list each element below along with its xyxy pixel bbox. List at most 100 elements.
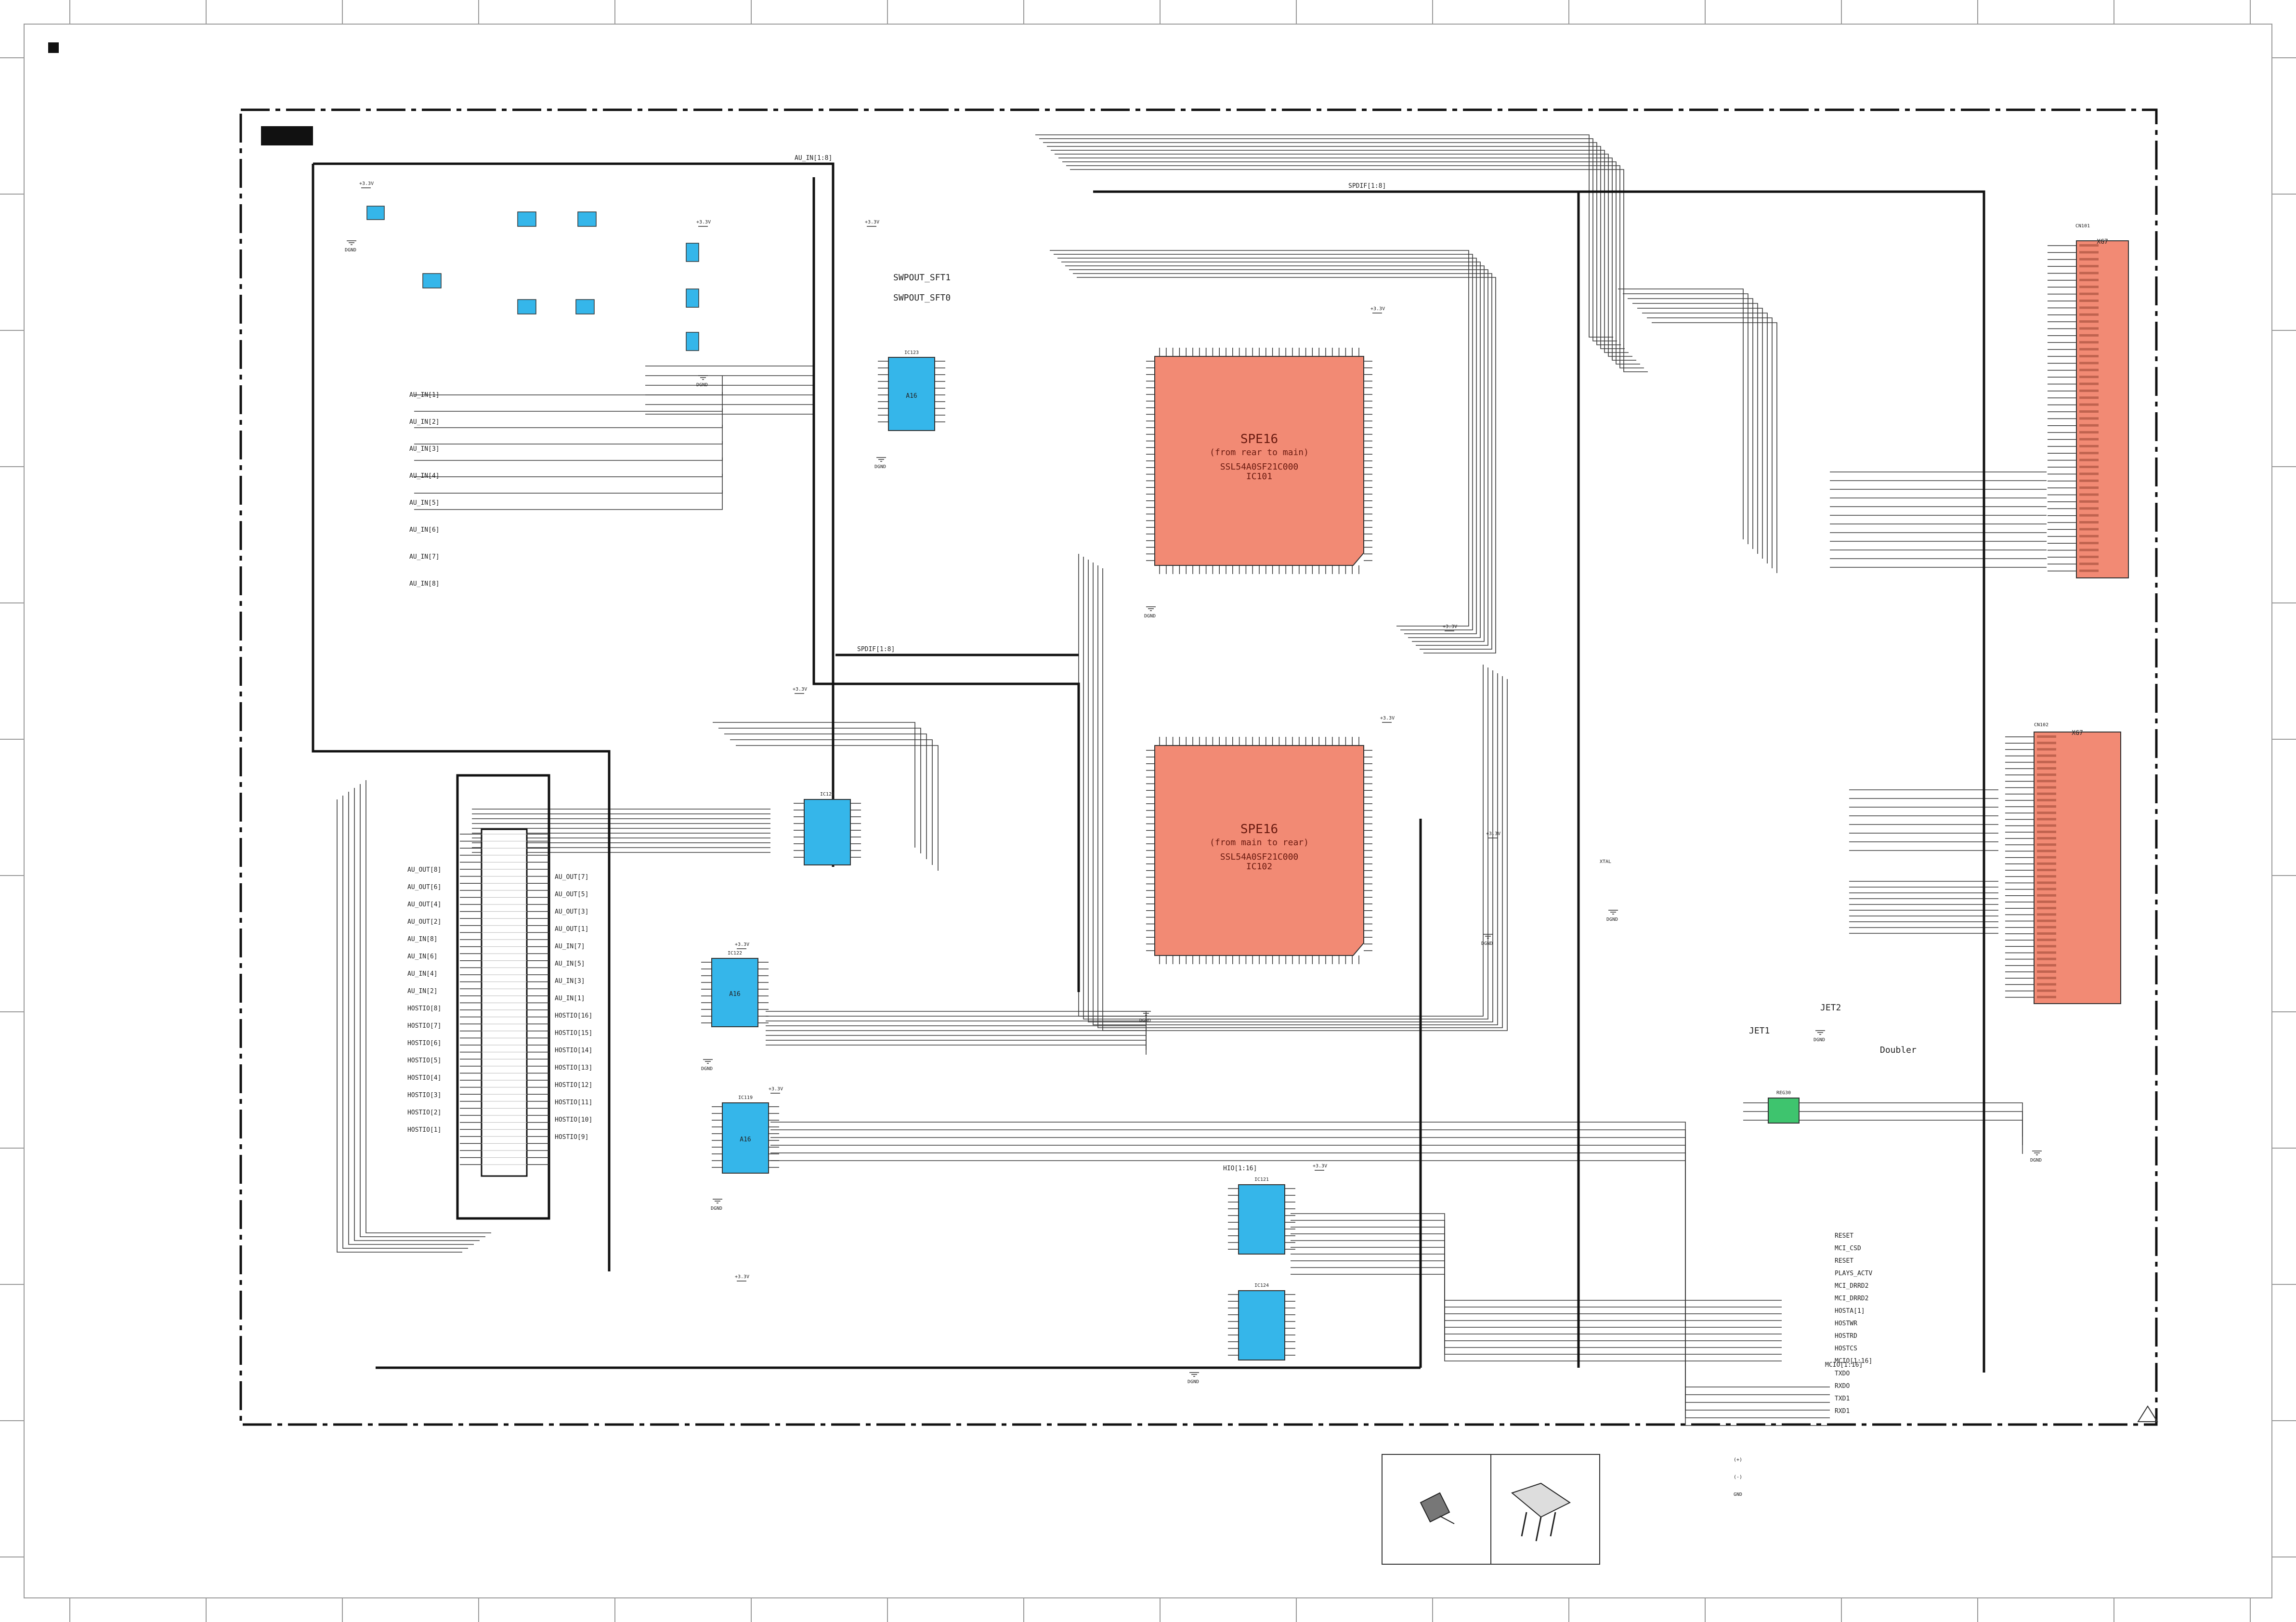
svg-text:A16: A16 [906,392,917,400]
legend-note-2: (-) [1734,1475,1742,1480]
output-label: TXDO [1835,1370,1850,1377]
warning-triangle-icon [2137,1405,2158,1422]
wire [645,394,814,462]
connector-pin-label [2079,424,2099,427]
right-connector-label: AU_IN[7] [555,943,585,950]
wire [1066,165,1644,368]
dsp-chip-top: SPE16 (from rear to main) SSL54A0SF21C00… [1146,348,1372,574]
ground-label: DGND [1187,1379,1199,1385]
right-connector-label: AU_IN[3] [555,978,585,985]
connector-pin-label [2079,500,2099,503]
connector-pin-label [2079,313,2099,316]
wire [1069,269,1488,646]
connector-pin-label [2037,780,2056,783]
connector-pin-label [2079,362,2099,365]
net-labels: AU_OUT[8]AU_OUT[6]AU_OUT[4]AU_OUT[2]AU_I… [345,181,2042,1415]
svg-text:IC122: IC122 [728,951,742,956]
connector-pin-label [2079,486,2099,489]
buffer-chip-4: IC119 A16 [712,1095,779,1174]
connector-pin-label [2079,472,2099,475]
wire [365,780,491,1233]
svg-text:CN101: CN101 [2075,223,2090,229]
ground-symbol [1141,1011,1151,1016]
wire [1051,150,1629,353]
output-label: MCI_DRRD2 [1835,1282,1868,1290]
left-connector-label: HOSTIO[7] [407,1022,441,1030]
dsp-top-name: SPE16 [1240,432,1278,446]
svg-text:XG7: XG7 [2097,238,2108,246]
label-doubler: Doubler [1880,1045,1917,1055]
connector-pin-label [2037,773,2056,776]
right-connector-label: HOSTIO[13] [555,1064,592,1072]
wire [770,1129,1830,1395]
svg-text:A16: A16 [740,1136,751,1143]
right-connector-label: HOSTIO[12] [555,1082,592,1089]
connector-pin-label [2037,957,2056,960]
wire [770,1160,1830,1426]
dsp-bottom-note: (from main to rear) [1210,837,1309,848]
bus-label-mcio: MCIO[1:16] [1825,1361,1863,1369]
output-label: TXD1 [1835,1395,1850,1402]
wire [1291,1260,1782,1348]
buffer-chip-2: IC120 [794,792,861,865]
logic-gate-row [366,206,699,351]
svg-text:IC124: IC124 [1254,1283,1269,1288]
input-label: AU_IN[2] [409,419,440,426]
dsp-bottom-name: SPE16 [1240,822,1278,837]
connector-pin-label [2037,932,2056,935]
connector-pin-label [2037,989,2056,992]
wire [713,722,915,848]
supply-label: +3.3V [1313,1164,1327,1169]
connector-pin-label [2079,265,2099,268]
ground-label: DGND [701,1066,713,1072]
dsp-top-note: (from rear to main) [1210,447,1309,458]
wire [1050,250,1469,627]
connector-pin-label [2079,535,2099,537]
connector-pin-label [2037,824,2056,827]
wire [1058,157,1636,361]
ground-label: DGND [1139,1018,1151,1023]
left-connector-label: AU_OUT[8] [407,866,441,874]
ground-label: DGND [1144,614,1156,619]
connector-pin-label [2079,244,2099,247]
ground-label: DGND [1606,917,1618,922]
connector-pin-label [2037,995,2056,998]
dsp-chip-bottom: SPE16 (from main to rear) SSL54A0SF21C00… [1146,737,1372,964]
left-connector-label: AU_IN[2] [407,988,438,995]
wire [1618,288,1744,539]
right-connector-label: HOSTIO[15] [555,1030,592,1037]
ground-symbol [698,375,708,380]
output-label: MCIO[1:16] [1835,1358,1872,1365]
wire [360,784,485,1237]
wire [1291,1213,1782,1301]
ground-symbol [2032,1151,2042,1155]
wire [1061,262,1481,638]
right-connector-label: HOSTIO[11] [555,1099,592,1106]
wire [1039,138,1617,341]
right-connector-label: HOSTIO[9] [555,1134,588,1141]
connector-pin-label [2079,458,2099,461]
bus-label-spdif-mid: SPDIF[1:8] [857,646,895,653]
output-label: RXDO [1835,1383,1850,1390]
wire [1102,568,1508,1031]
svg-text:IC123: IC123 [904,350,919,355]
right-connector-label: AU_OUT[3] [555,908,588,916]
left-connector-label: HOSTIO[5] [407,1057,441,1064]
svg-text:CN102: CN102 [2034,722,2048,728]
connector-pin-label [2079,431,2099,434]
wire [348,792,474,1245]
connector-pin-label [2079,348,2099,351]
buffer-chip-6: IC124 [1228,1283,1295,1360]
connector-pin-label [2079,286,2099,288]
ground-symbol [1815,1030,1825,1035]
input-label: AU_IN[5] [409,499,440,507]
connector-pin-label [2079,272,2099,275]
input-label: AU_IN[1] [409,392,440,399]
supply-label: +3.3V [1370,306,1385,312]
wire [645,414,814,482]
wire [645,385,814,453]
buffer-chip-1: IC123 A16 [878,350,945,431]
output-label: RESET [1835,1257,1853,1265]
wire [342,796,468,1249]
connector-pin-label [2037,850,2056,852]
